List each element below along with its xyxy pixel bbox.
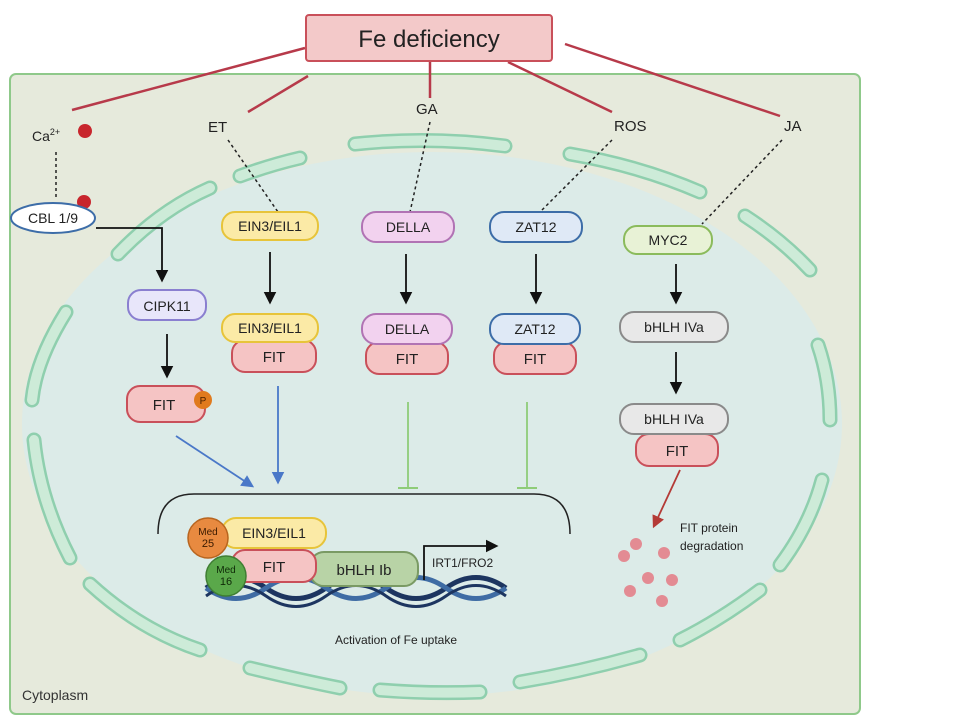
zat12-node bbox=[489, 211, 583, 243]
bhlh-ib-label: bHLH Ib bbox=[336, 562, 391, 579]
ein3-eil1-bound-node bbox=[221, 313, 319, 343]
ga-label: GA bbox=[416, 101, 438, 118]
fit-bhlh-iva-label: FIT bbox=[666, 443, 689, 460]
activation-caption: Activation of Fe uptake bbox=[335, 633, 457, 647]
signal-dashed-connectors bbox=[55, 121, 783, 225]
ja-label: JA bbox=[784, 118, 802, 135]
med16-label-line1: Med bbox=[216, 565, 235, 576]
fit-fragments bbox=[618, 538, 678, 607]
et-label: ET bbox=[208, 119, 227, 136]
myc2-node bbox=[623, 225, 713, 255]
complex-fit-label: FIT bbox=[263, 559, 286, 576]
bhlh-iva-bound-label: bHLH IVa bbox=[644, 411, 704, 427]
bhlh-iva-bound-node bbox=[619, 403, 729, 435]
degradation-arrow bbox=[652, 469, 681, 529]
cbl-node bbox=[10, 202, 96, 234]
endoplasmic-reticulum bbox=[24, 132, 838, 701]
fit-zat12-label: FIT bbox=[524, 351, 547, 368]
bhlh-iva-label: bHLH IVa bbox=[644, 319, 704, 335]
med16-label-line2: 16 bbox=[220, 576, 232, 588]
phosphate-badge-label: P bbox=[200, 396, 207, 407]
bhlh-iva-node bbox=[619, 311, 729, 343]
cbl-to-cipk11-arrow bbox=[96, 227, 169, 283]
fe-deficiency-signal-lines bbox=[71, 42, 781, 118]
complex-ein3-label: EIN3/EIL1 bbox=[242, 525, 306, 541]
ros-label: ROS bbox=[614, 118, 647, 135]
fit-p-to-complex-arrow bbox=[175, 435, 255, 488]
calcium-bound-dot bbox=[77, 195, 91, 209]
phosphate-badge bbox=[194, 391, 212, 409]
cbl-label: CBL 1/9 bbox=[28, 210, 78, 226]
degradation-caption-line1: FIT protein bbox=[680, 521, 738, 535]
target-genes-label: IRT1/FRO2 bbox=[432, 556, 493, 570]
med25-label-line1: Med bbox=[198, 527, 217, 538]
della-node bbox=[361, 211, 455, 243]
zat12-bound-label: ZAT12 bbox=[515, 321, 556, 337]
transcription-start-arrow bbox=[423, 539, 499, 580]
transcription-complex: bHLH Ib FIT EIN3/EIL1 Med 25 Med 16 bbox=[187, 517, 419, 597]
fe-deficiency-title-box: Fe deficiency bbox=[305, 14, 553, 62]
med25-label-line2: 25 bbox=[202, 538, 214, 550]
fit-ein3-label: FIT bbox=[263, 349, 286, 366]
fit-della-label: FIT bbox=[396, 351, 419, 368]
della-bound-label: DELLA bbox=[385, 321, 430, 337]
ein3-eil1-bound-label: EIN3/EIL1 bbox=[238, 320, 302, 336]
calcium-ion-dot bbox=[78, 124, 92, 138]
zat12-label: ZAT12 bbox=[516, 219, 557, 235]
degradation-caption-line2: degradation bbox=[680, 539, 743, 553]
myc2-label: MYC2 bbox=[649, 232, 688, 248]
ein3-eil1-node bbox=[221, 211, 319, 241]
promoter-bracket bbox=[157, 493, 571, 535]
zat12-bound-node bbox=[489, 313, 581, 345]
calcium-label: Ca2+ bbox=[32, 127, 60, 144]
della-label: DELLA bbox=[386, 219, 431, 235]
med25-node bbox=[187, 517, 229, 559]
cipk11-label: CIPK11 bbox=[143, 298, 190, 314]
cytoplasm-label: Cytoplasm bbox=[22, 687, 88, 703]
fit-phosphorylated-label: FIT bbox=[153, 397, 176, 414]
cipk11-node bbox=[127, 289, 207, 321]
diagram-title: Fe deficiency bbox=[358, 26, 499, 53]
della-bound-node bbox=[361, 313, 453, 345]
med16-node bbox=[205, 555, 247, 597]
ein3-eil1-label: EIN3/EIL1 bbox=[238, 218, 302, 234]
